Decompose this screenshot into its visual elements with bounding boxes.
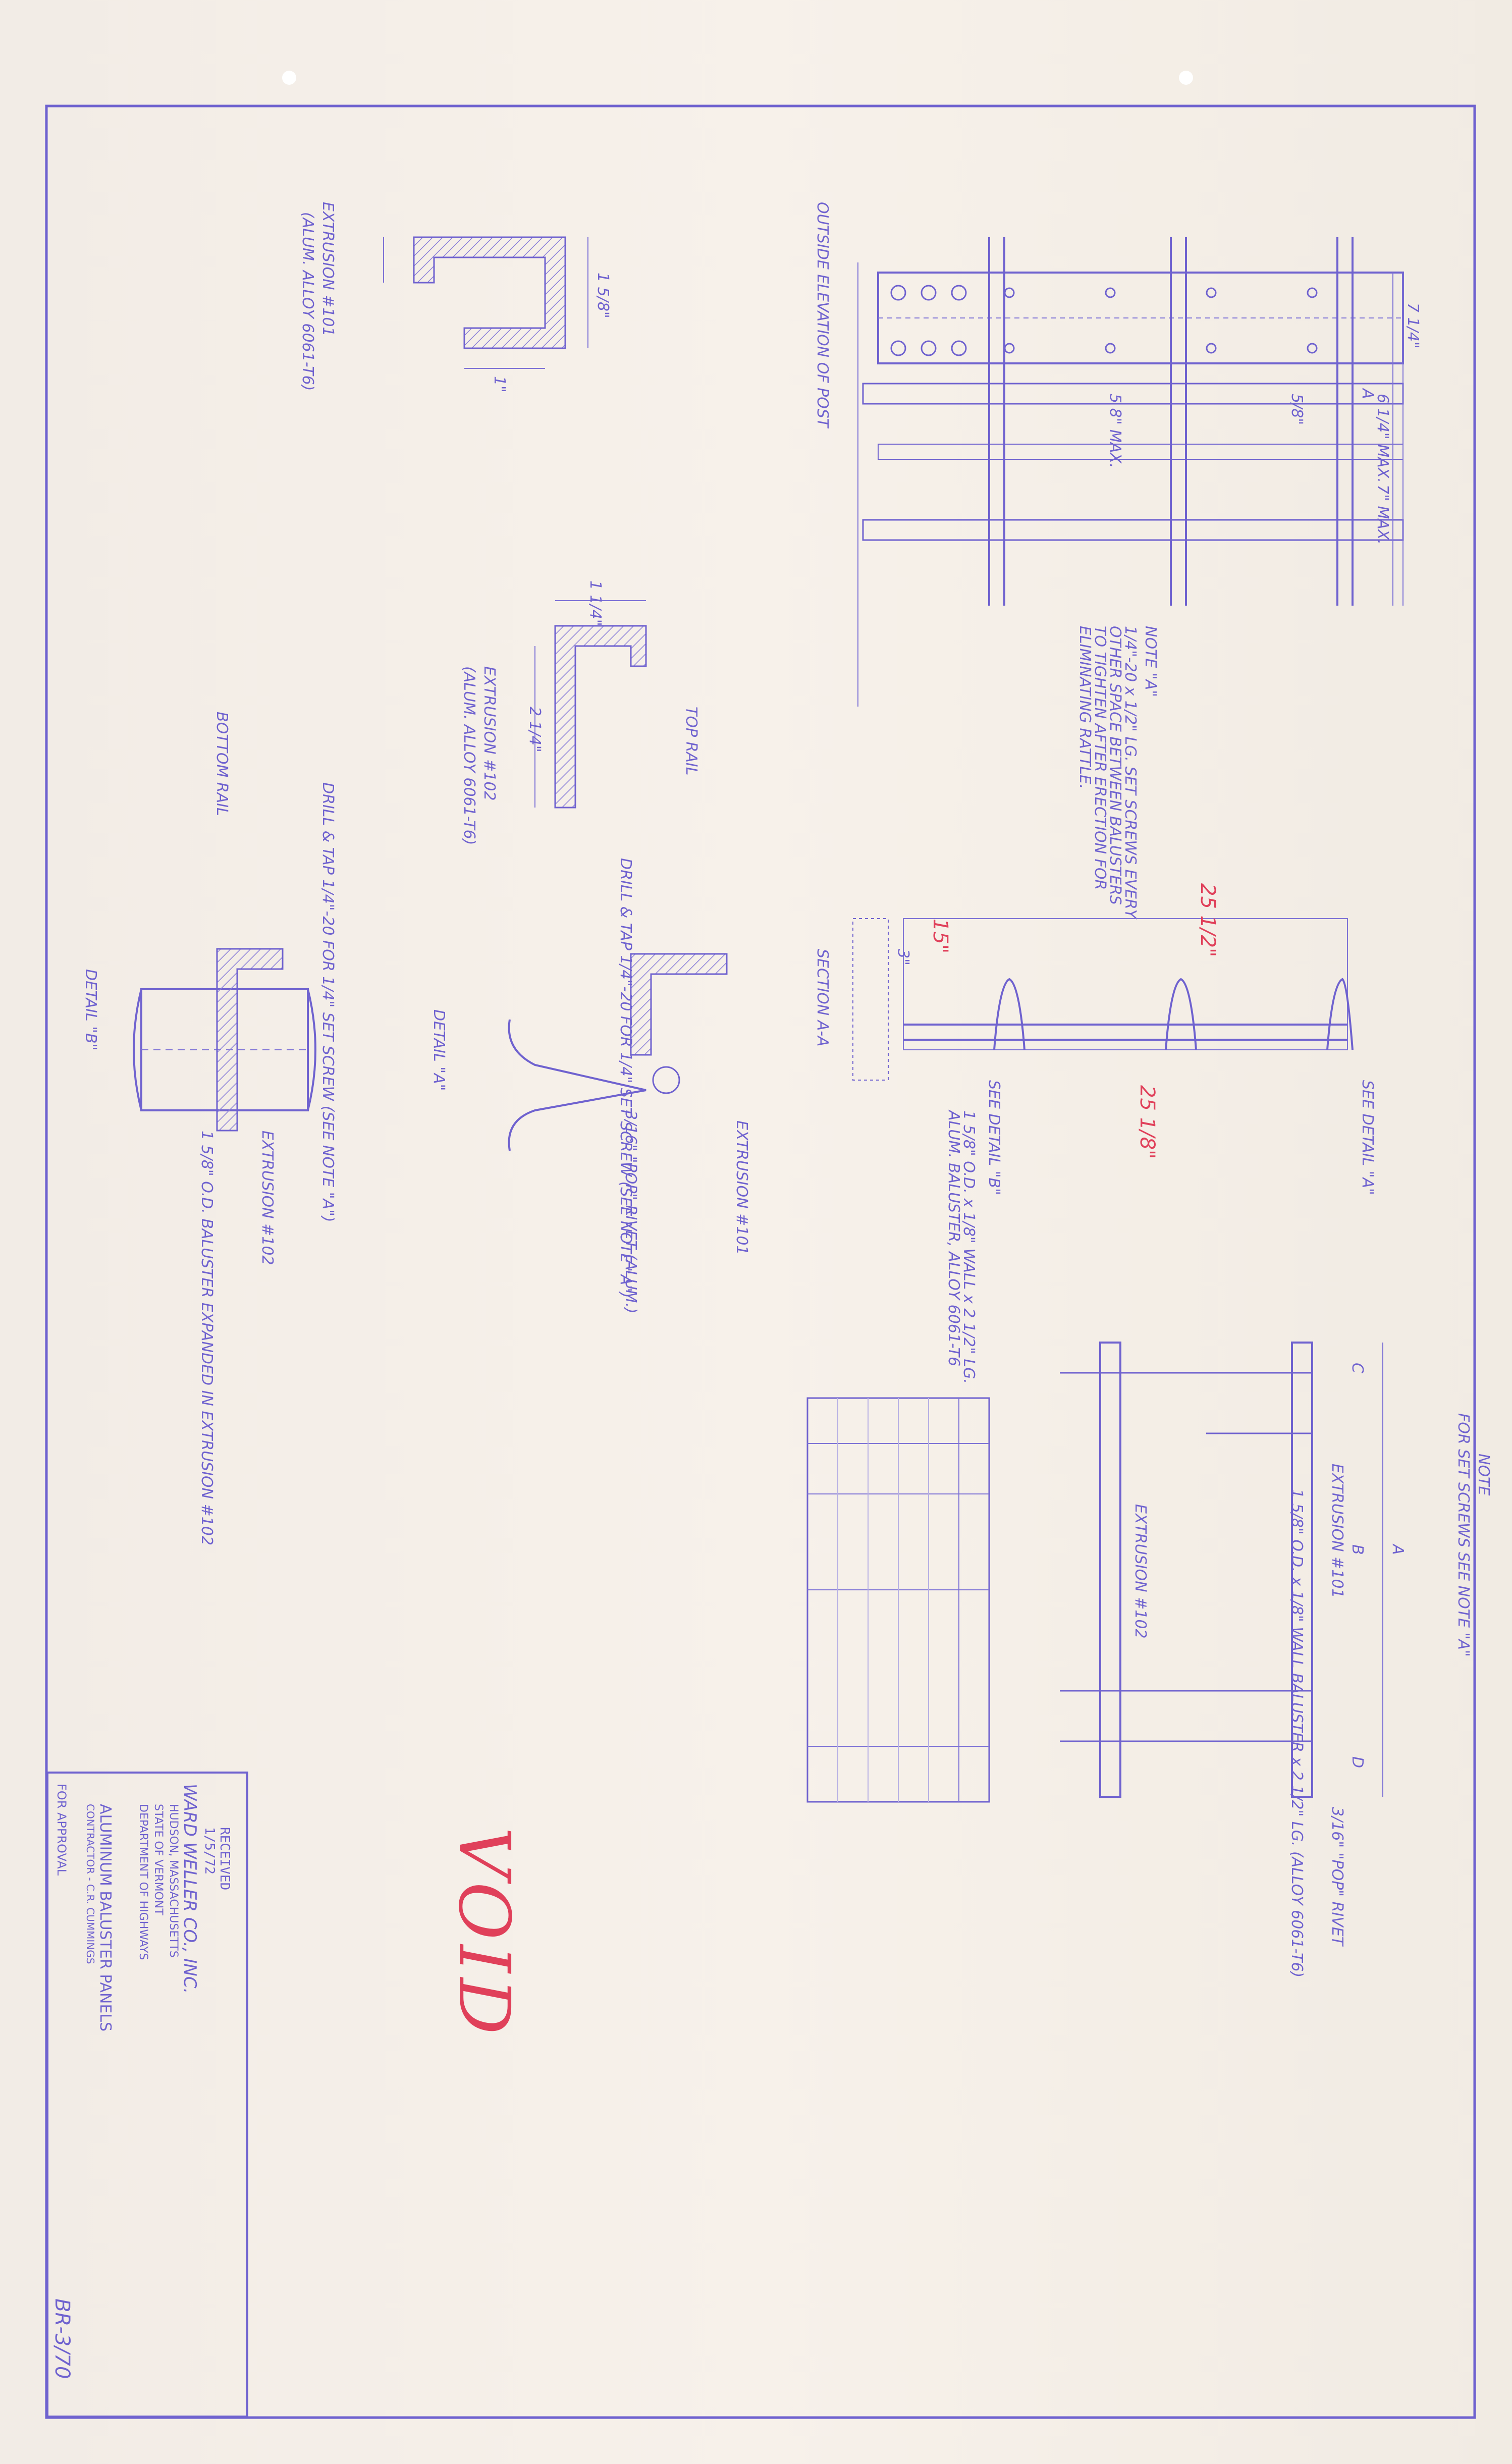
dim-label: 5 8" MAX. bbox=[1106, 394, 1124, 468]
main-note-title: NOTE bbox=[1475, 1454, 1492, 1495]
extrusion-101-section: EXTRUSION #101 (ALUM. ALLOY 6061-T6) 1 5… bbox=[299, 202, 612, 393]
detail-label: BOTTOM RAIL bbox=[213, 712, 231, 816]
title-block-location: HUDSON, MASSACHUSETTS bbox=[167, 1804, 180, 1958]
title-block-dept: DEPARTMENT OF HIGHWAYS bbox=[137, 1804, 149, 1960]
callout: ALUM. BALUSTER, ALLOY 6061-T6 bbox=[945, 1109, 962, 1366]
revision-description: FOR APPROVAL bbox=[55, 1784, 69, 1876]
note-a-line: OTHER SPACE BETWEEN BALUSTERS bbox=[1106, 626, 1124, 905]
mark-table bbox=[806, 1397, 990, 1803]
panel-label: 3/16" "POP" RIVET bbox=[1328, 1807, 1346, 1947]
dim-label-red: 15" bbox=[929, 919, 952, 953]
main-note-text: FOR SET SCREWS SEE NOTE "A" bbox=[1454, 1413, 1472, 1657]
section-aa: SECTION A-A 3" 15" 25 1/2" 25 1/8" SEE D… bbox=[814, 883, 1376, 1384]
extrusion-102-title: EXTRUSION #102 bbox=[480, 666, 498, 801]
panel-elevation: A B C D EXTRUSION #101 EXTRUSION #102 1 … bbox=[1060, 1342, 1492, 1977]
panel-dim: A bbox=[1389, 1543, 1407, 1555]
post-elevation: OUTSIDE ELEVATION OF POST 7 1/4" 6 1/4" … bbox=[814, 202, 1422, 707]
dim-label: 2 1/4" bbox=[526, 707, 544, 753]
panel-dim: D bbox=[1348, 1756, 1366, 1768]
title-block-company: WARD WELLER CO., INC. bbox=[180, 1784, 200, 1994]
callout: SEE DETAIL "A" bbox=[1359, 1080, 1376, 1195]
dim-label: 5/8" bbox=[1288, 394, 1306, 425]
section-aa-title: SECTION A-A bbox=[814, 949, 831, 1047]
extrusion-101-title: EXTRUSION #101 bbox=[319, 202, 337, 337]
title-block-client: STATE OF VERMONT bbox=[152, 1804, 165, 1915]
drawing-number: BR-3/70 bbox=[50, 2298, 74, 2379]
detail-a: DETAIL "A" TOP RAIL DRILL & TAP 1/4"-20 … bbox=[430, 707, 750, 1314]
detail-a-title: DETAIL "A" bbox=[430, 1009, 448, 1091]
dim-label: 6 1/4" MAX. bbox=[1374, 394, 1391, 483]
detail-label: EXTRUSION #101 bbox=[733, 1120, 750, 1255]
panel-dim: C bbox=[1348, 1363, 1366, 1373]
dim-label: 1 1/4" bbox=[586, 580, 604, 626]
note-a-line: TO TIGHTEN AFTER ERECTION FOR bbox=[1091, 626, 1109, 890]
title-block-contractor: CONTRACTOR - C.R. CUMMINGS bbox=[84, 1804, 96, 1964]
punch-hole bbox=[282, 71, 296, 85]
title-block: WARD WELLER CO., INC. HUDSON, MASSACHUSE… bbox=[46, 1772, 248, 2418]
dim-label-red: 25 1/8" bbox=[1136, 1085, 1159, 1159]
panel-label: EXTRUSION #102 bbox=[1131, 1504, 1149, 1639]
note-a-line: ELIMINATING RATTLE. bbox=[1076, 626, 1094, 789]
extrusion-102-alloy: (ALUM. ALLOY 6061-T6) bbox=[460, 666, 478, 845]
elevation-title: OUTSIDE ELEVATION OF POST bbox=[814, 202, 831, 429]
dim-label: 1 5/8" bbox=[594, 273, 612, 318]
detail-label: 3/16" "POP" RIVET (ALUM.) bbox=[622, 1110, 639, 1314]
callout: SEE DETAIL "B" bbox=[985, 1080, 1003, 1195]
panel-label: 1 5/8" O.D. x 1/8" WALL BALUSTER x 2 1/2… bbox=[1288, 1489, 1306, 1977]
dim-label-red: 25 1/2" bbox=[1196, 883, 1219, 957]
dim-label: 3" bbox=[894, 949, 912, 966]
detail-label: 1 5/8" O.D. BALUSTER EXPANDED IN EXTRUSI… bbox=[198, 1131, 215, 1545]
section-mark: A bbox=[1359, 388, 1376, 399]
detail-label: DRILL & TAP 1/4"-20 FOR 1/4" SET SCREW (… bbox=[617, 858, 634, 1298]
panel-dim: B bbox=[1348, 1544, 1366, 1555]
detail-label: DRILL & TAP 1/4"-20 FOR 1/4" SET SCREW (… bbox=[319, 782, 337, 1222]
detail-label: TOP RAIL bbox=[682, 707, 700, 776]
detail-b: DETAIL "B" BOTTOM RAIL DRILL & TAP 1/4"-… bbox=[82, 712, 337, 1545]
extrusion-101-alloy: (ALUM. ALLOY 6061-T6) bbox=[299, 212, 316, 391]
void-stamp: VOID bbox=[443, 1827, 525, 2040]
sheet-border bbox=[45, 104, 1476, 2419]
dim-label: 7 1/4" bbox=[1404, 303, 1422, 349]
extrusion-102-section: EXTRUSION #102 (ALUM. ALLOY 6061-T6) 1 1… bbox=[460, 580, 647, 845]
detail-b-title: DETAIL "B" bbox=[82, 969, 99, 1050]
note-a-title: NOTE "A" bbox=[1142, 626, 1159, 697]
panel-label: EXTRUSION #101 bbox=[1328, 1464, 1346, 1598]
title-block-title: ALUMINUM BALUSTER PANELS bbox=[96, 1804, 114, 2032]
callout: 1 5/8" O.D. x 1/8" WALL x 2 1/2" LG. bbox=[960, 1110, 978, 1384]
note-a: NOTE "A" 1/4"-20 x 1/2" LG. SET SCREWS E… bbox=[1076, 626, 1159, 920]
dim-label: 7" MAX. bbox=[1374, 485, 1391, 545]
dim-label: 1" bbox=[491, 376, 508, 393]
detail-label: EXTRUSION #102 bbox=[258, 1131, 276, 1265]
note-a-line: 1/4"-20 x 1/2" LG. SET SCREWS EVERY bbox=[1121, 626, 1139, 920]
punch-hole bbox=[1179, 71, 1193, 85]
